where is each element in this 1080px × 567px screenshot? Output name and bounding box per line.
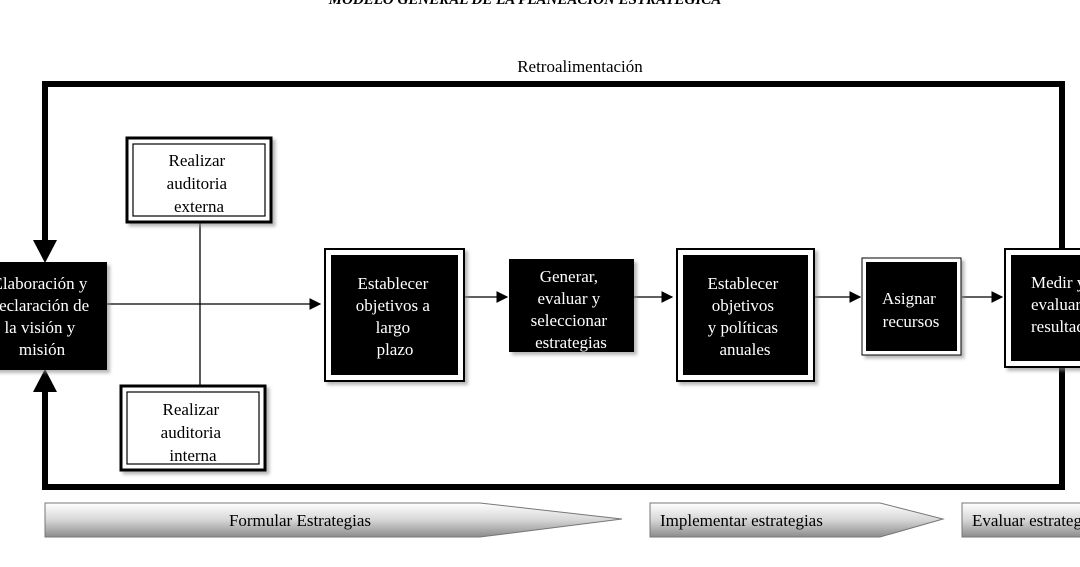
node-long-term-objectives — [324, 248, 465, 382]
phase-implement: Implementar estrategias — [649, 502, 945, 538]
node-measure-results-text: Medir y evaluar los resultados — [1031, 273, 1080, 336]
node-strategies — [509, 259, 634, 352]
node-annual-objectives-text: Establecer objetivos y políticas anuales — [707, 274, 782, 359]
node-long-term-objectives-text: Establecer objetivos a largo plazo — [356, 274, 434, 359]
diagram-title: MODELO GENERAL DE LA PLANEACIÓN ESTRATÉG… — [328, 0, 721, 8]
node-external-audit — [125, 136, 273, 224]
node-vision — [0, 262, 107, 370]
node-vision-text: Elaboración y declaración de la visión y… — [0, 274, 93, 359]
phase-evaluate-label: Evaluar estrategias — [972, 511, 1080, 530]
connectors — [107, 222, 1004, 388]
phase-implement-label: Implementar estrategias — [660, 511, 823, 530]
node-internal-audit — [119, 384, 267, 472]
node-external-audit-text: Realizar auditoria externa — [167, 151, 232, 216]
phase-evaluate: Evaluar estrategias — [961, 502, 1080, 538]
phase-formulate-label: Formular Estrategias — [229, 511, 371, 530]
feedback-arrow-up — [33, 369, 57, 392]
node-strategies-text: Generar, evaluar y seleccionar estrategi… — [531, 267, 612, 352]
node-internal-audit-text: Realizar auditoria interna — [161, 400, 226, 465]
node-annual-objectives — [676, 248, 815, 382]
phase-formulate: Formular Estrategias — [44, 502, 623, 538]
node-measure-results — [1004, 248, 1080, 368]
feedback-arrow-down — [33, 240, 57, 263]
node-resources — [861, 257, 962, 356]
node-resources-text: Asignar recursos — [882, 289, 940, 331]
feedback-label: Retroalimentación — [517, 57, 643, 76]
